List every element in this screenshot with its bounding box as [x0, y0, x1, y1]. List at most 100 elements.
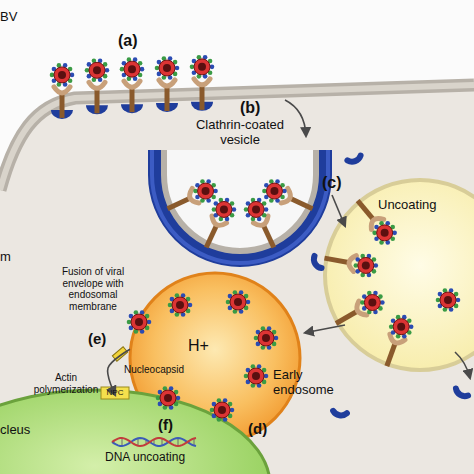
- envelope-protein: [195, 183, 200, 188]
- receptor-stem: [356, 199, 377, 222]
- hbv-virion: [85, 58, 110, 82]
- viral-envelope: [230, 294, 246, 310]
- viral-core: [198, 63, 206, 71]
- step-callout: (b): [240, 99, 280, 117]
- envelope-protein: [140, 329, 145, 334]
- pore-label: NPC: [101, 388, 129, 397]
- envelope-protein: [254, 336, 259, 341]
- envelope-protein: [129, 326, 134, 331]
- endosome-label: Early endosome: [273, 368, 337, 398]
- step-callout: (f): [158, 416, 188, 433]
- envelope-protein: [157, 60, 162, 65]
- dna-strand: [112, 438, 196, 446]
- envelope-protein: [225, 217, 230, 222]
- step-callout: (a): [118, 32, 158, 50]
- envelope-protein: [257, 198, 262, 203]
- receptor-cup: [124, 81, 140, 87]
- envelope-protein: [407, 330, 412, 335]
- viral-envelope: [124, 61, 140, 77]
- receptor-stem: [130, 86, 135, 112]
- envelope-protein: [174, 402, 179, 407]
- ntcp-receptor: [54, 87, 70, 118]
- dna-rung: [130, 441, 131, 442]
- dna-rung: [114, 441, 115, 444]
- envelope-protein: [449, 307, 454, 312]
- viral-core: [218, 406, 226, 414]
- process-arrow: [285, 100, 306, 136]
- envelope-protein: [168, 75, 173, 80]
- viral-envelope: [258, 330, 274, 346]
- envelope-protein: [87, 62, 92, 67]
- clathrin-coat: [156, 150, 324, 259]
- envelope-protein: [244, 294, 249, 299]
- envelope-protein: [443, 307, 448, 312]
- hbv-virion: [254, 326, 279, 350]
- envelope-protein: [256, 342, 261, 347]
- envelope-protein: [158, 402, 163, 407]
- envelope-protein: [409, 324, 414, 329]
- envelope-protein: [362, 294, 367, 299]
- envelope-protein: [173, 72, 178, 77]
- hbv-virion: [212, 198, 237, 222]
- envelope-protein: [68, 78, 73, 83]
- receptor-cup: [187, 188, 199, 205]
- envelope-protein: [192, 70, 197, 75]
- envelope-protein: [454, 304, 459, 309]
- process-arrow: [305, 325, 345, 333]
- envelope-protein: [244, 374, 249, 379]
- viral-envelope: [364, 295, 380, 311]
- envelope-protein: [181, 293, 186, 298]
- viral-core: [444, 296, 452, 304]
- dna-rung: [186, 441, 187, 443]
- envelope-protein: [186, 297, 191, 302]
- clathrin-adaptor: [156, 103, 178, 112]
- hbv-virion: [389, 315, 414, 339]
- process-arrow: [108, 349, 130, 395]
- hbv-virion: [226, 290, 251, 314]
- receptor-cup: [388, 334, 405, 345]
- envelope-protein: [264, 195, 269, 200]
- node-shape: [160, 118, 332, 258]
- envelope-protein: [232, 207, 237, 212]
- clathrin-adaptor: [191, 102, 213, 111]
- envelope-protein: [158, 390, 163, 395]
- node-shape: [0, 395, 245, 474]
- nucleus-label: cleus: [0, 423, 60, 438]
- envelope-protein: [251, 383, 256, 388]
- nucleocapsid: [112, 347, 127, 361]
- clathrin-fragment: [347, 156, 361, 164]
- envelope-protein: [223, 417, 228, 422]
- envelope-protein: [267, 345, 272, 350]
- envelope-protein: [103, 62, 108, 67]
- envelope-protein: [272, 330, 277, 335]
- envelope-protein: [200, 198, 205, 203]
- annotation: Actin polymerization: [30, 372, 102, 395]
- dna-rung: [154, 439, 155, 444]
- receptor-stem: [335, 308, 360, 325]
- receptor-cup: [54, 87, 70, 93]
- envelope-protein: [257, 217, 262, 222]
- receptor-cup: [281, 188, 293, 205]
- hbv-virion: [354, 254, 379, 278]
- envelope-protein: [257, 383, 262, 388]
- envelope-protein: [195, 195, 200, 200]
- envelope-protein: [129, 314, 134, 319]
- envelope-protein: [267, 326, 272, 331]
- hbv-virion: [262, 179, 287, 203]
- envelope-protein: [264, 374, 269, 379]
- viral-core: [234, 298, 242, 306]
- viral-envelope: [440, 292, 456, 308]
- hbv-virion: [127, 310, 152, 334]
- envelope-protein: [360, 254, 365, 259]
- viral-envelope: [172, 297, 188, 313]
- envelope-protein: [120, 67, 125, 72]
- envelope-protein: [355, 257, 360, 262]
- envelope-protein: [162, 56, 167, 61]
- envelope-protein: [212, 414, 217, 419]
- envelope-protein: [57, 63, 62, 68]
- hbv-virion: [156, 386, 181, 410]
- proton-label: H+: [188, 337, 228, 355]
- envelope-protein: [282, 189, 287, 194]
